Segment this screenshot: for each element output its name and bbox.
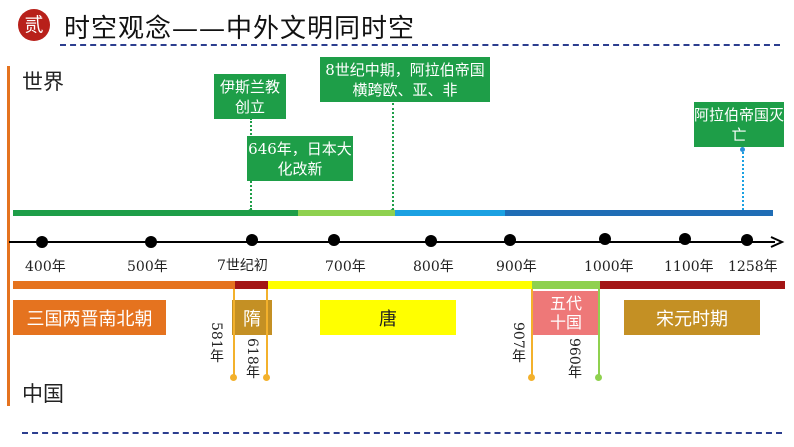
world-label: 世界 [22, 70, 64, 94]
china-band-lightgreen [532, 281, 600, 289]
boundary-dot [528, 374, 535, 381]
boundary-year-907: 907年 [510, 322, 526, 363]
boundary-year-960: 960年 [566, 338, 582, 379]
timeline-axis [9, 236, 785, 248]
year-label: 1258年 [728, 259, 778, 275]
event-arab-empire: 8世纪中期，阿拉伯帝国横跨欧、亚、非 [320, 57, 490, 102]
timeline-dot [425, 235, 437, 247]
boundary-line-960 [598, 289, 600, 377]
dynasty-sui: 隋 [232, 300, 272, 335]
timeline-dot [599, 233, 611, 245]
timeline-dot [246, 234, 258, 246]
china-band-darkred-late [600, 281, 785, 289]
boundary-line-907 [531, 289, 533, 377]
event-taika-reform: 646年，日本大化改新 [247, 136, 353, 181]
boundary-year-581: 581年 [208, 322, 224, 363]
dynasty-three-kingdoms: 三国两晋南北朝 [13, 300, 166, 335]
world-band-lightgreen [298, 210, 395, 216]
boundary-dot [263, 374, 270, 381]
timeline-dot [504, 234, 516, 246]
vertical-axis [7, 66, 10, 406]
timeline-dot [36, 236, 48, 248]
event-connector [742, 148, 744, 210]
event-connector [392, 103, 394, 210]
boundary-year-618: 618年 [244, 338, 260, 379]
timeline-dot [145, 236, 157, 248]
timeline-dot [328, 234, 340, 246]
world-band-blue [505, 210, 773, 216]
boundary-line-618 [266, 289, 268, 377]
year-label: 700年 [325, 259, 366, 275]
event-marker [740, 147, 745, 152]
timeline-dot [679, 233, 691, 245]
china-label: 中国 [22, 382, 64, 406]
year-label: 900年 [496, 259, 537, 275]
event-islam-founded: 伊斯兰教创立 [214, 74, 286, 119]
year-label: 1100年 [664, 259, 714, 275]
world-band-sky [395, 210, 505, 216]
dynasty-tang: 唐 [320, 300, 456, 335]
year-label: 400年 [25, 259, 66, 275]
china-band-orange [13, 281, 235, 289]
china-band-yellow [268, 281, 532, 289]
china-band-darkred [235, 281, 268, 289]
year-label: 500年 [127, 259, 168, 275]
year-label: 800年 [413, 259, 454, 275]
top-dashed-divider [60, 44, 780, 46]
world-band-green [13, 210, 298, 216]
dynasty-song-yuan: 宋元时期 [624, 300, 760, 335]
title-badge: 贰 [18, 9, 50, 41]
boundary-dot [595, 374, 602, 381]
timeline-dot [741, 234, 753, 246]
event-arab-empire-fall: 阿拉伯帝国灭亡 [694, 102, 784, 147]
bottom-dashed-divider [22, 432, 782, 434]
boundary-dot [230, 374, 237, 381]
year-label: 1000年 [584, 259, 634, 275]
year-label: 7世纪初 [217, 258, 268, 274]
boundary-line-581 [233, 289, 235, 377]
page-title: 时空观念——中外文明同时空 [64, 14, 416, 44]
dynasty-five-dynasties: 五代十国 [533, 291, 599, 335]
